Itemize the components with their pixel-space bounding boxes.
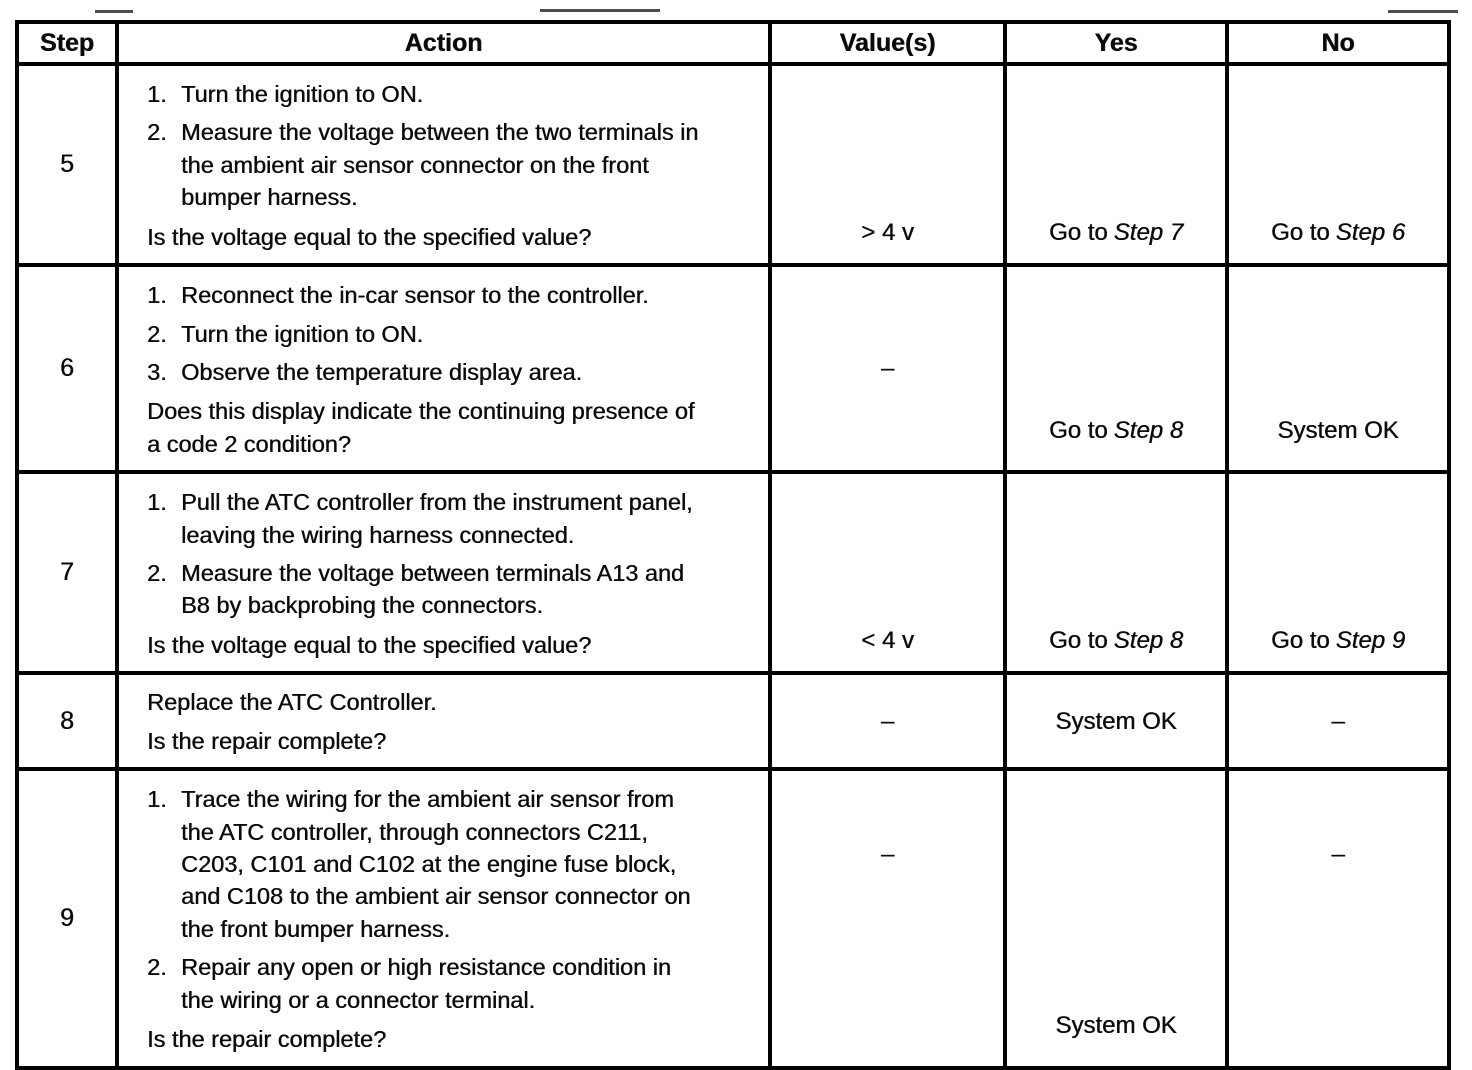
- action-item: 2. Measure the voltage between the two t…: [147, 116, 754, 213]
- action-item: 2. Measure the voltage between terminals…: [147, 557, 754, 622]
- item-text: Pull the ATC controller from the instrum…: [181, 489, 693, 548]
- yes-text: Go to: [1048, 627, 1108, 655]
- action-cell: Replace the ATC Controller. Is the repai…: [119, 675, 772, 768]
- no-cell: –: [1229, 675, 1447, 767]
- yes-step-ref: Step 8: [1113, 627, 1184, 655]
- no-text: Go to: [1270, 627, 1330, 655]
- header-label: Value(s): [839, 28, 936, 57]
- scan-artifact: [95, 10, 133, 13]
- action-item: 2. Turn the ignition to ON.: [147, 318, 754, 350]
- item-text: Turn the ignition to ON.: [181, 81, 424, 107]
- table-row-step-5: 5 1. Turn the ignition to ON. 2. Measure…: [19, 66, 1447, 268]
- yes-text: Go to: [1048, 218, 1108, 246]
- action-cell: 1. Turn the ignition to ON. 2. Measure t…: [119, 66, 772, 264]
- value-text: –: [880, 355, 895, 383]
- step-number: 6: [19, 267, 119, 471]
- table-row-step-6: 6 1. Reconnect the in-car sensor to the …: [19, 267, 1447, 475]
- action-statement: Replace the ATC Controller.: [147, 689, 437, 716]
- table-row-step-9: 9 1. Trace the wiring for the ambient ai…: [19, 771, 1447, 1066]
- yes-cell: System OK: [1007, 675, 1229, 768]
- item-number: 1.: [147, 81, 167, 107]
- action-item: 1. Pull the ATC controller from the inst…: [147, 486, 754, 551]
- action-cell: 1. Reconnect the in-car sensor to the co…: [119, 267, 772, 471]
- diagnostic-table: Step Action Value(s) Yes No 5 1. Turn th…: [15, 20, 1451, 1070]
- yes-step-ref: Step 7: [1113, 218, 1184, 246]
- value-cell: < 4 v: [772, 474, 1007, 672]
- action-question: Is the voltage equal to the specified va…: [147, 223, 592, 250]
- action-item: 1. Reconnect the in-car sensor to the co…: [147, 279, 754, 311]
- header-cell-step: Step: [19, 24, 119, 62]
- header-label: Yes: [1094, 28, 1138, 57]
- table-header-row: Step Action Value(s) Yes No: [19, 24, 1447, 66]
- yes-cell: System OK: [1007, 771, 1229, 1066]
- value-cell: > 4 v: [772, 66, 1007, 264]
- table-row-step-7: 7 1. Pull the ATC controller from the in…: [19, 474, 1447, 676]
- action-item: 3. Observe the temperature display area.: [147, 356, 754, 388]
- step-number: 7: [19, 474, 119, 672]
- header-cell-action: Action: [119, 24, 772, 62]
- action-item: 1. Trace the wiring for the ambient air …: [147, 783, 754, 945]
- item-number: 1.: [147, 489, 167, 516]
- item-number: 2.: [147, 119, 167, 146]
- value-cell: –: [772, 771, 1007, 1066]
- item-text: Measure the voltage between the two term…: [181, 119, 699, 211]
- no-cell: –: [1229, 771, 1447, 1065]
- value-cell: –: [772, 267, 1007, 471]
- value-text: > 4 v: [861, 218, 914, 246]
- item-number: 1.: [147, 786, 167, 813]
- header-cell-no: No: [1229, 24, 1447, 62]
- action-cell: 1. Pull the ATC controller from the inst…: [119, 474, 772, 672]
- no-step-ref: Step 9: [1335, 627, 1406, 655]
- item-text: Trace the wiring for the ambient air sen…: [181, 786, 691, 942]
- value-text: < 4 v: [861, 627, 914, 655]
- step-number: 5: [19, 66, 119, 264]
- value-text: –: [880, 707, 895, 735]
- item-number: 2.: [147, 320, 167, 347]
- no-cell: System OK: [1229, 267, 1447, 470]
- action-item: 2. Repair any open or high resistance co…: [147, 951, 754, 1016]
- value-cell: –: [772, 675, 1007, 768]
- action-cell: 1. Trace the wiring for the ambient air …: [119, 771, 772, 1066]
- header-cell-yes: Yes: [1007, 24, 1229, 62]
- yes-text: Go to: [1048, 417, 1108, 445]
- action-question: Does this display indicate the continuin…: [147, 398, 695, 457]
- action-question: Is the repair complete?: [147, 1026, 387, 1053]
- item-text: Reconnect the in-car sensor to the contr…: [181, 282, 649, 309]
- no-step-ref: Step 6: [1335, 218, 1406, 246]
- no-text: System OK: [1277, 417, 1399, 445]
- action-question: Is the voltage equal to the specified va…: [147, 631, 592, 658]
- value-text: –: [880, 841, 895, 869]
- header-cell-value: Value(s): [772, 24, 1007, 62]
- header-label: No: [1321, 28, 1355, 57]
- item-text: Repair any open or high resistance condi…: [181, 954, 671, 1013]
- action-item: 1. Turn the ignition to ON.: [147, 78, 754, 110]
- header-label: Action: [404, 28, 483, 57]
- yes-text: System OK: [1055, 707, 1177, 735]
- scan-artifact: [540, 9, 660, 12]
- header-label: Step: [39, 28, 95, 57]
- no-text: –: [1331, 707, 1345, 735]
- scan-artifact: [1388, 10, 1458, 13]
- item-text: Turn the ignition to ON.: [181, 320, 424, 347]
- table-row-step-8: 8 Replace the ATC Controller. Is the rep…: [19, 675, 1447, 772]
- item-number: 1.: [147, 282, 167, 309]
- no-text: –: [1331, 841, 1345, 869]
- yes-step-ref: Step 8: [1113, 417, 1184, 445]
- item-number: 2.: [147, 560, 167, 587]
- yes-text: System OK: [1055, 1012, 1177, 1040]
- item-number: 2.: [147, 954, 167, 981]
- step-number: 9: [19, 771, 119, 1066]
- item-text: Observe the temperature display area.: [181, 358, 583, 385]
- item-number: 3.: [147, 358, 167, 385]
- step-number: 8: [19, 675, 119, 768]
- action-question: Is the repair complete?: [147, 727, 387, 754]
- item-text: Measure the voltage between terminals A1…: [181, 560, 684, 619]
- no-text: Go to: [1270, 218, 1330, 246]
